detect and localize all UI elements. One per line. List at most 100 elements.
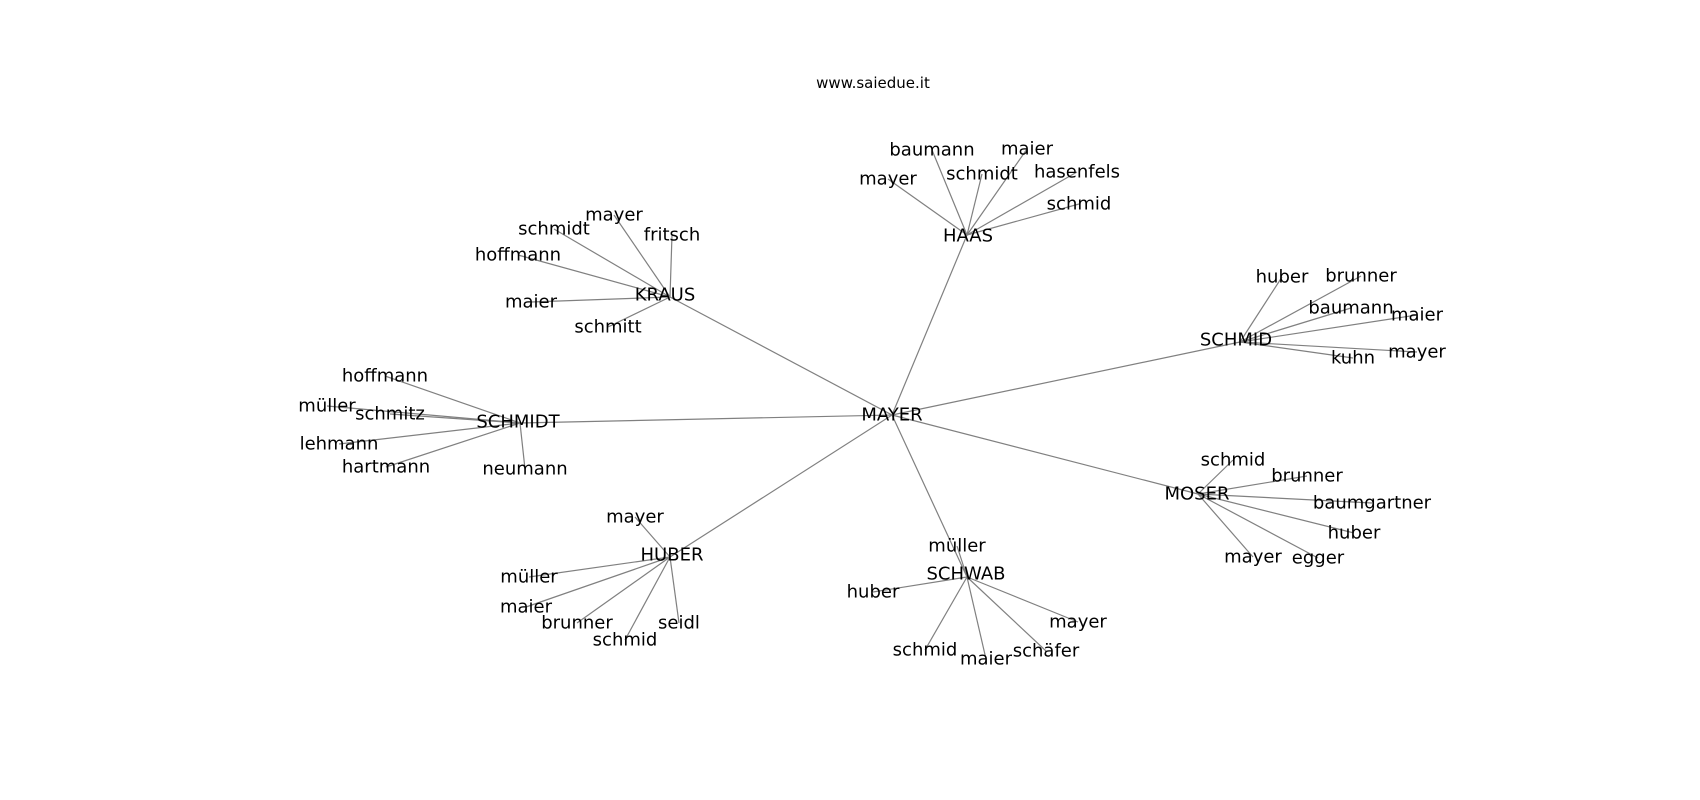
- leaf-node-label: schmitt: [574, 317, 641, 338]
- leaf-node-label: baumann: [1308, 298, 1393, 319]
- leaf-node-label: maier: [1391, 305, 1444, 326]
- leaf-node-label: müller: [500, 567, 558, 588]
- edge-haas-leaf: [931, 149, 968, 236]
- leaf-node-label: baumann: [889, 140, 974, 161]
- leaf-node-label: müller: [928, 536, 986, 557]
- edge-schmidt-leaf: [385, 422, 521, 468]
- leaf-node-label: neumann: [482, 459, 567, 480]
- website-label: www.saiedue.it: [816, 74, 930, 92]
- edge-haas-leaf: [966, 171, 1078, 236]
- edge-schmidt-leaf: [326, 405, 521, 424]
- edge-root-schmidt: [519, 414, 893, 424]
- leaf-node-label: hasenfels: [1034, 162, 1120, 183]
- leaf-node-label: hoffmann: [342, 366, 428, 387]
- edge-root-haas: [891, 234, 968, 416]
- leaf-node-label: mayer: [1224, 547, 1282, 568]
- edge-schmid-leaf: [1239, 275, 1362, 343]
- leaf-node-label: huber: [847, 582, 900, 603]
- edge-root-moser: [891, 414, 1199, 495]
- leaf-node-label: egger: [1292, 548, 1345, 569]
- edge-kraus-leaf: [553, 228, 671, 298]
- leaf-node-label: schmitz: [355, 404, 425, 425]
- edge-huber-leaf: [576, 556, 671, 624]
- edge-kraus-leaf: [669, 234, 673, 298]
- edge-root-kraus: [669, 296, 893, 416]
- leaf-node-label: mayer: [1049, 612, 1107, 633]
- leaf-node-label: schmid: [1201, 450, 1266, 471]
- edge-schmidt-leaf: [338, 422, 521, 445]
- leaf-node-label: huber: [1328, 523, 1381, 544]
- root-node-mayer: MAYER: [861, 405, 922, 426]
- leaf-node-label: kuhn: [1331, 348, 1375, 369]
- hub-node-haas: HAAS: [943, 226, 993, 247]
- edge-schmid-leaf: [1239, 341, 1418, 353]
- edge-schmid-leaf: [1239, 276, 1283, 343]
- leaf-node-label: mayer: [585, 205, 643, 226]
- edge-schwab-leaf: [956, 545, 968, 578]
- leaf-node-label: brunner: [1325, 266, 1397, 287]
- edge-huber-leaf: [528, 556, 671, 578]
- leaf-node-label: brunner: [1271, 466, 1343, 487]
- leaf-node-label: müller: [298, 396, 356, 417]
- edge-huber-leaf: [624, 556, 671, 641]
- edge-moser-leaf: [1197, 493, 1319, 559]
- leaf-node-label: schmid: [893, 640, 958, 661]
- leaf-node-label: lehmann: [300, 434, 379, 455]
- edge-layer: [326, 148, 1418, 660]
- hub-node-schmidt: SCHMIDT: [476, 412, 560, 433]
- leaf-node-label: schmid: [1047, 194, 1112, 215]
- edge-root-schmid: [891, 341, 1241, 416]
- edge-schmidt-leaf: [519, 422, 526, 470]
- leaf-node-label: baumgartner: [1313, 493, 1432, 514]
- leaf-node-label: mayer: [1388, 342, 1446, 363]
- edge-root-schwab: [891, 414, 968, 578]
- leaf-node-label: huber: [1256, 267, 1309, 288]
- leaf-node-label: mayer: [606, 507, 664, 528]
- hub-node-schmid: SCHMID: [1200, 330, 1272, 351]
- edge-moser-leaf: [1197, 493, 1355, 534]
- edge-schwab-leaf: [966, 576, 987, 660]
- leaf-node-label: brunner: [541, 613, 613, 634]
- leaf-node-label: maier: [500, 597, 553, 618]
- edge-schmidt-leaf: [389, 413, 521, 424]
- leaf-node-label: maier: [1001, 139, 1054, 160]
- edge-schwab-leaf: [872, 576, 968, 593]
- leaf-node-label: hoffmann: [475, 245, 561, 266]
- edge-moser-leaf: [1197, 493, 1373, 504]
- edge-moser-leaf: [1197, 475, 1308, 495]
- edge-schwab-leaf: [924, 576, 968, 651]
- edge-kraus-leaf: [607, 296, 671, 328]
- edge-kraus-leaf: [530, 296, 671, 303]
- leaf-node-label: schäfer: [1013, 641, 1080, 662]
- leaf-node-label: schmidt: [946, 164, 1018, 185]
- leaf-node-label: seidl: [658, 613, 700, 634]
- edge-huber-leaf: [525, 556, 671, 608]
- leaf-node-label: mayer: [859, 169, 917, 190]
- edge-huber-leaf: [634, 516, 671, 558]
- edge-schmid-leaf: [1239, 314, 1418, 343]
- leaf-node-label: fritsch: [644, 225, 700, 246]
- edge-haas-leaf: [966, 203, 1080, 236]
- hub-node-huber: HUBER: [641, 545, 704, 566]
- hub-node-schwab: SCHWAB: [926, 564, 1005, 585]
- edge-schmid-leaf: [1239, 341, 1354, 359]
- leaf-node-label: schmid: [593, 630, 658, 651]
- edge-schmidt-leaf: [384, 375, 521, 424]
- edge-schmid-leaf: [1239, 307, 1352, 343]
- edge-huber-leaf: [669, 556, 680, 624]
- hub-node-kraus: KRAUS: [635, 285, 696, 306]
- leaf-node-label: schmidt: [518, 219, 590, 240]
- edge-kraus-leaf: [517, 254, 671, 298]
- edge-haas-leaf: [887, 178, 968, 236]
- edge-kraus-leaf: [613, 214, 671, 298]
- leaf-node-label: maier: [960, 649, 1013, 670]
- edge-schwab-leaf: [966, 576, 1079, 623]
- edge-haas-leaf: [966, 148, 1028, 236]
- edge-schwab-leaf: [966, 576, 1047, 652]
- edge-root-huber: [669, 414, 893, 558]
- hub-node-moser: MOSER: [1164, 484, 1229, 505]
- leaf-node-label: hartmann: [342, 457, 430, 478]
- leaf-node-label: maier: [505, 292, 558, 313]
